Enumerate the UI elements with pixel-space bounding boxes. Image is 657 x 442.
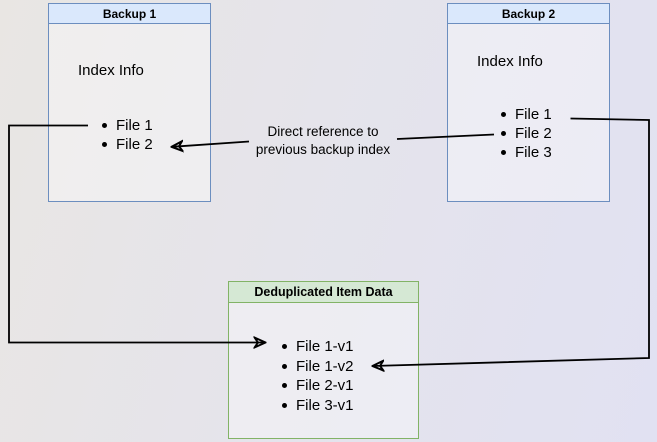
node-dedup-file-list: File 1-v1 File 1-v2 File 2-v1 File 3-v1 bbox=[281, 337, 354, 415]
node-backup2-title: Backup 2 bbox=[448, 4, 609, 24]
list-item: File 3 bbox=[500, 143, 552, 162]
node-backup2-index-info-label: Index Info bbox=[477, 53, 543, 70]
list-item: File 3-v1 bbox=[281, 396, 354, 416]
edge-label-line2: previous backup index bbox=[255, 142, 391, 157]
node-backup2: Backup 2 Index Info File 1 File 2 File 3 bbox=[447, 3, 610, 202]
list-item: File 1 bbox=[500, 105, 552, 124]
node-backup2-file-list: File 1 File 2 File 3 bbox=[500, 105, 552, 162]
list-item: File 1-v2 bbox=[281, 357, 354, 377]
list-item: File 1-v1 bbox=[281, 337, 354, 357]
node-dedup-title: Deduplicated Item Data bbox=[229, 282, 418, 303]
node-backup1-title: Backup 1 bbox=[49, 4, 210, 24]
node-backup1-index-info-label: Index Info bbox=[78, 62, 144, 79]
list-item: File 2 bbox=[101, 135, 153, 154]
node-dedup-item-data: Deduplicated Item Data File 1-v1 File 1-… bbox=[228, 281, 419, 439]
node-backup1-file-list: File 1 File 2 bbox=[101, 116, 153, 154]
list-item: File 2 bbox=[500, 124, 552, 143]
edge-label-line1: Direct reference to bbox=[267, 124, 379, 139]
node-backup1: Backup 1 Index Info File 1 File 2 bbox=[48, 3, 211, 202]
edge-label-direct-reference: Direct reference to previous backup inde… bbox=[240, 123, 406, 159]
list-item: File 2-v1 bbox=[281, 376, 354, 396]
list-item: File 1 bbox=[101, 116, 153, 135]
